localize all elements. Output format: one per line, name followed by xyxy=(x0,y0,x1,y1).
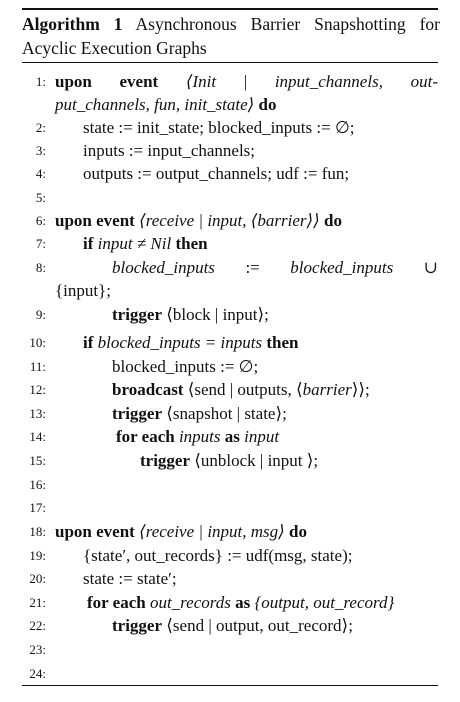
code-line-1: upon event ⟨Init | input_channels, out- xyxy=(55,70,438,94)
code-text: {output, out_record} xyxy=(254,593,395,612)
line-number: 3: xyxy=(35,143,46,158)
line-number: 18: xyxy=(29,524,46,539)
param-input-channels: input_channels, xyxy=(274,72,383,91)
line-number: 10: xyxy=(29,335,46,350)
header-rule xyxy=(22,62,438,63)
code-line-15: trigger ⟨unblock | input ⟩; xyxy=(140,449,318,473)
code-line-7: if input ≠ Nil then xyxy=(83,232,208,256)
code-line-1-cont: put_channels, fun, init_state⟩ do xyxy=(55,93,277,117)
top-rule xyxy=(22,8,438,10)
code-line-14: for each inputs as input xyxy=(116,425,279,449)
line-number: 8: xyxy=(35,260,46,275)
line-number: 5: xyxy=(35,190,46,205)
code-text: ⟨receive | input, msg⟩ xyxy=(139,522,285,541)
code-line-18: upon event ⟨receive | input, msg⟩ do xyxy=(55,520,307,544)
line-number: 1: xyxy=(35,74,46,89)
code-text: ⟨snapshot | state⟩; xyxy=(166,404,287,423)
bottom-rule xyxy=(22,685,438,686)
code-line-22: trigger ⟨send | output, out_record⟩; xyxy=(112,614,353,638)
assign-op: := xyxy=(245,258,260,277)
keyword-for-each: for each xyxy=(87,593,146,612)
code-line-10: if blocked_inputs = inputs then xyxy=(83,331,298,355)
keyword-do: do xyxy=(324,211,342,230)
code-text: blocked_inputs = inputs xyxy=(97,333,263,352)
keyword-if: if xyxy=(83,333,94,352)
keyword-broadcast: broadcast xyxy=(112,380,184,399)
code-text: ⟨send | outputs, ⟨ xyxy=(187,380,303,399)
code-line-2: state := init_state; blocked_inputs := ∅… xyxy=(83,118,355,137)
line-number: 9: xyxy=(35,307,46,322)
keyword-if: if xyxy=(83,234,94,253)
line-number: 14: xyxy=(29,429,46,444)
code-text: barrier xyxy=(302,380,352,399)
line-number: 23: xyxy=(29,642,46,657)
code-text: ⟩⟩; xyxy=(351,380,370,399)
keyword-trigger: trigger xyxy=(112,616,163,635)
code-text: ⟨receive | input, ⟨barrier⟩⟩ xyxy=(139,211,320,230)
line-number: 19: xyxy=(29,548,46,563)
keyword-trigger: trigger xyxy=(112,305,163,324)
code-text: input xyxy=(244,427,280,446)
code-line-4: outputs := output_channels; udf := fun; xyxy=(83,164,350,183)
algorithm-title-text: Asynchronous Barrier Snapshotting for xyxy=(135,14,440,34)
line-number: 16: xyxy=(29,477,46,492)
code-line-11: blocked_inputs := ∅; xyxy=(112,357,259,376)
line-number: 11: xyxy=(29,359,46,374)
algorithm-title: Algorithm 1 Asynchronous Barrier Snapsho… xyxy=(22,13,440,35)
line-number: 4: xyxy=(35,166,46,181)
separator: | xyxy=(243,72,248,91)
code-line-13: trigger ⟨snapshot | state⟩; xyxy=(112,402,287,426)
keyword-then: then xyxy=(175,234,208,253)
code-line-12: broadcast ⟨send | outputs, ⟨barrier⟩⟩; xyxy=(112,378,370,402)
keyword-upon: upon xyxy=(55,72,92,91)
code-line-21: for each out_records as {output, out_rec… xyxy=(87,591,394,615)
line-number: 13: xyxy=(29,406,46,421)
line-number: 21: xyxy=(29,595,46,610)
line-number: 6: xyxy=(35,213,46,228)
keyword-as: as xyxy=(235,593,251,612)
keyword-event: event xyxy=(119,72,159,91)
algorithm-label: Algorithm 1 xyxy=(22,14,123,34)
line-number: 15: xyxy=(29,453,46,468)
keyword-as: as xyxy=(224,427,240,446)
code-line-3: inputs := input_channels; xyxy=(83,141,256,160)
line-number: 12: xyxy=(29,382,46,397)
line-number: 24: xyxy=(29,666,46,681)
code-text: inputs xyxy=(178,427,221,446)
line-number: 22: xyxy=(29,618,46,633)
code-line-8-cont: {input}; xyxy=(55,281,111,300)
keyword-do: do xyxy=(258,95,277,114)
code-line-20: state := state′; xyxy=(83,569,177,588)
code-text: blocked_inputs xyxy=(112,258,215,277)
keyword-upon-event: upon event xyxy=(55,522,135,541)
line-number: 17: xyxy=(29,500,46,515)
code-text: input ≠ Nil xyxy=(97,234,172,253)
code-text: ⟨unblock | input ⟩; xyxy=(194,451,319,470)
keyword-for-each: for each xyxy=(116,427,175,446)
code-line-19: {state′, out_records} := udf(msg, state)… xyxy=(83,546,353,565)
union-op: ∪ xyxy=(423,258,438,277)
code-line-6: upon event ⟨receive | input, ⟨barrier⟩⟩ … xyxy=(55,209,342,233)
keyword-trigger: trigger xyxy=(112,404,163,423)
keyword-trigger: trigger xyxy=(140,451,191,470)
code-line-9: trigger ⟨block | input⟩; xyxy=(112,303,269,327)
code-text: ⟨block | input⟩; xyxy=(166,305,269,324)
event-name: ⟨Init xyxy=(185,72,217,91)
code-line-8: blocked_inputs := blocked_inputs ∪ xyxy=(112,256,438,280)
code-text: blocked_inputs xyxy=(290,258,394,277)
algorithm-title-line2: Acyclic Execution Graphs xyxy=(22,38,207,58)
line-number: 20: xyxy=(29,571,46,586)
code-text: ⟨send | output, out_record⟩; xyxy=(166,616,353,635)
code-text: out_records xyxy=(149,593,231,612)
keyword-then: then xyxy=(266,333,299,352)
code-text: put_channels, fun, init_state⟩ xyxy=(55,95,255,114)
param-output-hyphen: out- xyxy=(410,72,438,91)
line-number: 2: xyxy=(35,120,46,135)
keyword-upon-event: upon event xyxy=(55,211,135,230)
keyword-do: do xyxy=(289,522,308,541)
line-number: 7: xyxy=(35,236,46,251)
